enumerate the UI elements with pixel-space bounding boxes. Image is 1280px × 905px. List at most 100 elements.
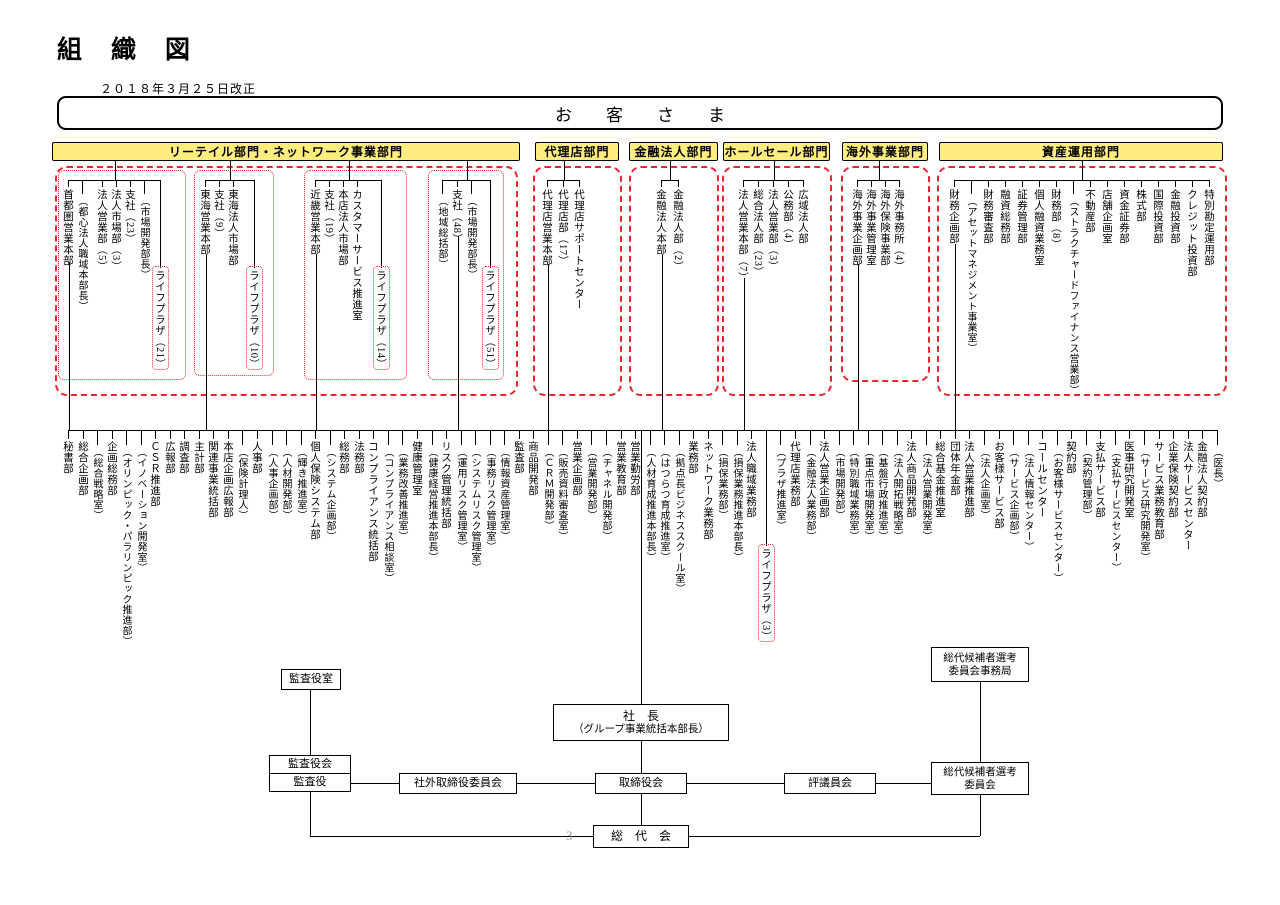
representatives-label: 総 代 会 bbox=[610, 829, 671, 843]
tick-line bbox=[1100, 430, 1101, 439]
tick-line bbox=[1013, 430, 1014, 445]
dept-label: 支社（48） bbox=[451, 189, 462, 245]
tick-line bbox=[562, 430, 563, 445]
dept-label: 人事部 bbox=[251, 441, 262, 474]
tick-line bbox=[1107, 180, 1108, 187]
dept-label: 不動産部 bbox=[1084, 189, 1095, 233]
group-drop-line bbox=[955, 244, 956, 430]
council-label: 評議員会 bbox=[808, 777, 852, 789]
life-plaza-frame bbox=[482, 266, 499, 370]
dept-label: 金融法人本部 bbox=[655, 189, 666, 255]
tick-line bbox=[457, 180, 458, 187]
dept-label: 商品開発部 bbox=[527, 441, 538, 496]
dept-label: 支社（9） bbox=[213, 189, 224, 239]
tick-line bbox=[1086, 430, 1087, 445]
dept-label: 契約部 bbox=[1065, 441, 1076, 474]
dept-label: 総合基金推進室 bbox=[934, 441, 945, 518]
board-label: 取締役会 bbox=[619, 777, 663, 789]
tick-line bbox=[650, 430, 651, 445]
tick-line bbox=[1028, 430, 1029, 445]
dept-label: （総合戦略室） bbox=[91, 447, 102, 521]
dept-label: （法人開拓戦略室） bbox=[891, 447, 902, 542]
group-frame bbox=[428, 170, 504, 380]
president-box: 社 長 （グループ事業統括本部長） bbox=[553, 704, 729, 741]
group-frame bbox=[58, 170, 186, 380]
tick-line bbox=[803, 180, 804, 187]
tick-line bbox=[1173, 430, 1174, 439]
revision-date: ２０１８年３月２５日改正 bbox=[100, 82, 257, 96]
dept-label: （都心法人職域本部長） bbox=[76, 196, 87, 312]
tick-line bbox=[475, 430, 476, 445]
dept-label: 公務部（4） bbox=[782, 189, 793, 250]
tick-line bbox=[254, 180, 255, 268]
dept-label: ライフプラザ（10） bbox=[248, 270, 259, 370]
dept-label: 財務企画部 bbox=[948, 189, 959, 244]
tick-line bbox=[1209, 180, 1210, 187]
dept-label: 法人職域業務部 bbox=[745, 441, 756, 518]
tick-line bbox=[446, 430, 447, 439]
tick-line bbox=[344, 430, 345, 439]
tick-line bbox=[693, 430, 694, 439]
header-stub bbox=[670, 161, 671, 180]
tick-line bbox=[635, 430, 636, 439]
governance-line bbox=[641, 741, 642, 773]
tick-line bbox=[579, 180, 580, 187]
dept-label: 営業勤労部 bbox=[629, 441, 640, 496]
tick-line bbox=[141, 430, 142, 445]
auditor-box: 監査役 bbox=[269, 773, 351, 792]
dept-label: 関連事業統括部 bbox=[207, 441, 218, 518]
dept-label: 資金証券部 bbox=[1118, 189, 1129, 244]
nomination-committee-line1: 総代候補者選考 bbox=[943, 766, 1017, 778]
nomination-office-line1: 総代候補者選考 bbox=[943, 652, 1017, 664]
dept-label: （人事企画部） bbox=[266, 447, 277, 521]
tick-line bbox=[228, 430, 229, 439]
dept-label: 総合企画部 bbox=[77, 441, 88, 496]
outside-directors-box: 社外取締役委員会 bbox=[399, 773, 517, 794]
tick-line bbox=[737, 430, 738, 445]
dept-label: （医長） bbox=[1211, 447, 1222, 489]
governance-line bbox=[980, 795, 981, 836]
dept-label: （プラザ推進室） bbox=[774, 447, 785, 531]
tick-line bbox=[83, 430, 84, 439]
dept-label: （金融法人業務部） bbox=[804, 447, 815, 542]
bus-line bbox=[69, 180, 161, 181]
tick-line bbox=[1090, 180, 1091, 187]
tick-line bbox=[999, 430, 1000, 439]
bus-line bbox=[206, 180, 255, 181]
dept-label: 財務部（8） bbox=[1050, 189, 1061, 250]
dept-label: （人材育成推進本部長） bbox=[644, 447, 655, 563]
dept-label: コールセンター bbox=[1036, 441, 1047, 518]
bus-line bbox=[548, 180, 580, 181]
tick-line bbox=[417, 430, 418, 439]
life-plaza-frame bbox=[246, 266, 263, 370]
dept-label: 団体年金部 bbox=[949, 441, 960, 496]
auditor-label: 監査役 bbox=[293, 776, 327, 788]
tick-line bbox=[548, 430, 549, 445]
tick-line bbox=[1071, 430, 1072, 439]
header-stub bbox=[230, 161, 231, 180]
tick-line bbox=[969, 430, 970, 439]
customers-banner: お 客 さ ま bbox=[57, 96, 1223, 130]
tick-line bbox=[442, 180, 443, 194]
tick-line bbox=[708, 430, 709, 439]
dept-label: （チャネル開発部） bbox=[600, 447, 611, 542]
tick-line bbox=[743, 180, 744, 187]
dept-label: 支払サービス部 bbox=[1094, 441, 1105, 518]
dept-label: ネットワーク業務部 bbox=[702, 441, 713, 540]
tick-line bbox=[1042, 430, 1043, 439]
tick-line bbox=[461, 430, 462, 445]
tick-line bbox=[432, 430, 433, 445]
dept-label: （サービス研究開発室） bbox=[1138, 447, 1149, 563]
dept-label: 国際投資部 bbox=[1152, 189, 1163, 244]
dept-label: 監査部 bbox=[513, 441, 524, 474]
dept-label: （情報資産管理室） bbox=[498, 447, 509, 542]
tick-line bbox=[68, 430, 69, 439]
dept-label: 特別勘定運用部 bbox=[1203, 189, 1214, 266]
dept-label: （輝き推進室） bbox=[295, 447, 306, 521]
dept-label: 法人営業部（3） bbox=[767, 189, 778, 272]
group-frame bbox=[841, 166, 930, 382]
tick-line bbox=[272, 430, 273, 445]
dept-label: 近畿営業本部 bbox=[309, 189, 320, 255]
dept-label: （業務改善推進室） bbox=[396, 447, 407, 542]
tick-line bbox=[751, 430, 752, 439]
